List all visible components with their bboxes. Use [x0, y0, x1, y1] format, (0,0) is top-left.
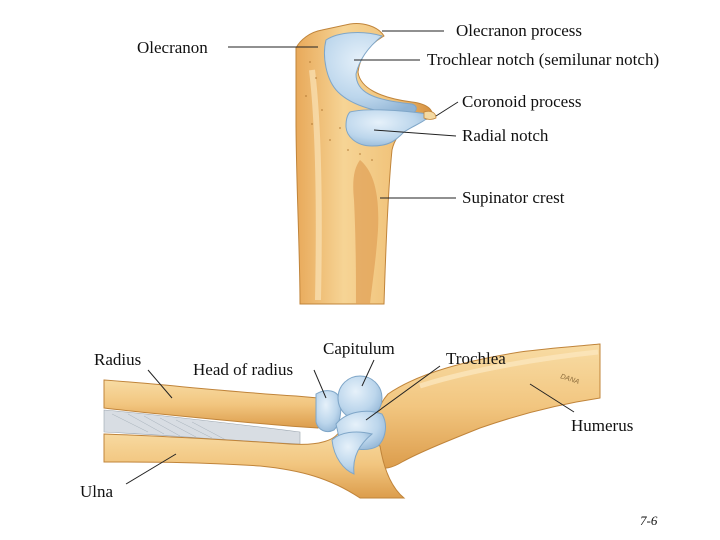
ulna-interosseous-ridge — [353, 160, 379, 304]
label-olecranon-process: Olecranon process — [456, 21, 582, 40]
label-coronoid-process: Coronoid process — [462, 92, 581, 111]
membrane-fibers — [111, 413, 227, 441]
ulna-bone — [103, 429, 406, 499]
label-radial-notch: Radial notch — [462, 126, 549, 145]
label-radius: Radius — [94, 350, 141, 369]
label-trochlear-notch: Trochlear notch (semilunar notch) — [427, 50, 659, 69]
label-ulna: Ulna — [80, 482, 114, 501]
label-supinator-crest: Supinator crest — [462, 188, 565, 207]
humerus-highlight — [419, 349, 599, 389]
elbow-joint-illustration: DANA — [103, 342, 601, 499]
leader-ulna — [125, 453, 177, 485]
leader-coronoid-process — [435, 101, 459, 117]
head-of-radius — [315, 390, 342, 433]
leader-capitulum — [361, 359, 375, 387]
trochlear-notch-cartilage — [324, 32, 417, 115]
label-head-of-radius: Head of radius — [193, 360, 293, 379]
ulna-proximal-illustration — [295, 23, 437, 305]
ulna-shaft-highlight — [309, 69, 322, 301]
leader-radial-notch — [373, 129, 457, 137]
leader-humerus — [529, 383, 575, 413]
ulna-shaft — [295, 23, 433, 305]
label-olecranon: Olecranon — [137, 38, 208, 57]
radial-notch-cartilage — [345, 109, 429, 147]
leader-radius — [147, 369, 173, 399]
leader-trochlea — [365, 365, 441, 421]
bottom-view-labels: Capitulum Radius Head of radius Trochlea… — [80, 339, 633, 501]
label-capitulum: Capitulum — [323, 339, 395, 358]
bone-pores — [305, 61, 373, 161]
radius-bone — [103, 379, 319, 429]
figure-number: 7-6 — [640, 513, 658, 528]
top-view-labels: Olecranon process Olecranon Trochlear no… — [137, 21, 659, 207]
label-trochlea: Trochlea — [446, 349, 506, 368]
label-humerus: Humerus — [571, 416, 633, 435]
leader-head-of-radius — [313, 369, 327, 399]
coronoid-process-tip — [423, 110, 437, 120]
ulna-trochlear-cartilage — [331, 431, 374, 475]
